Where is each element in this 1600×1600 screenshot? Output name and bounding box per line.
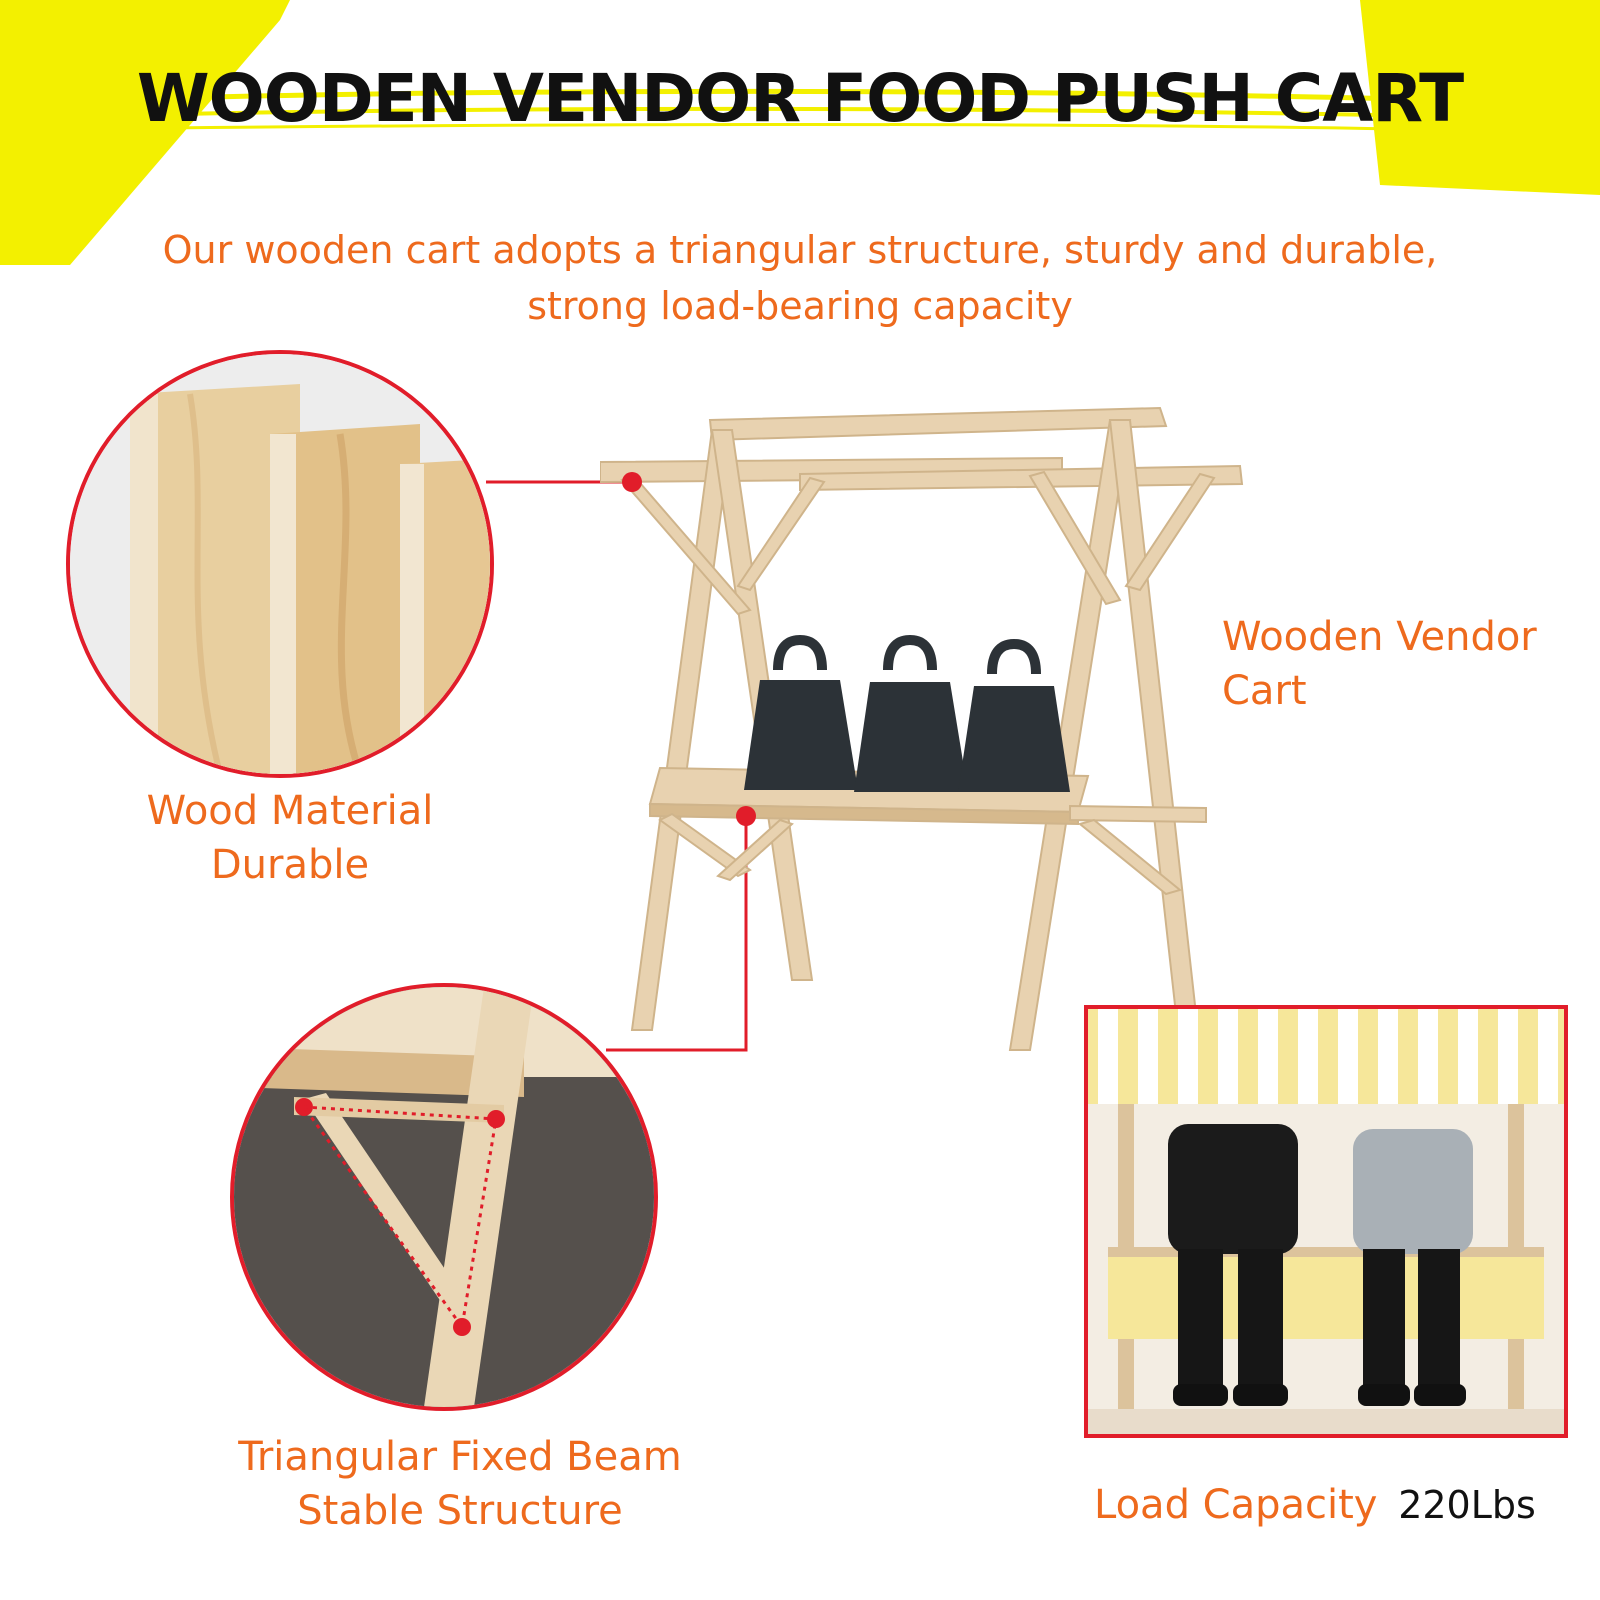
label-wood-material-line-2: Durable: [210, 842, 370, 888]
label-wood-material: Wood Material Durable: [90, 784, 490, 892]
load-capacity-value: 220Lbs: [1398, 1483, 1536, 1527]
yellow-corner-left: [0, 0, 290, 265]
title-streaks: [164, 88, 1446, 132]
label-vendor-cart-line-1: Wooden Vendor: [1222, 614, 1537, 660]
label-triangular-line-2: Stable Structure: [297, 1488, 623, 1534]
yellow-corner-right: [1360, 0, 1600, 195]
load-capacity-text: Load Capacity: [1094, 1482, 1378, 1528]
label-wood-material-line-1: Wood Material: [146, 788, 434, 834]
subtitle-line-2: strong load-bearing capacity: [527, 284, 1073, 328]
label-triangular-beam: Triangular Fixed Beam Stable Structure: [180, 1430, 740, 1538]
subtitle-line-1: Our wooden cart adopts a triangular stru…: [162, 228, 1438, 272]
wooden-cart-illustration: [600, 406, 1244, 1051]
label-load-capacity: Load Capacity 220Lbs: [1094, 1478, 1594, 1532]
label-wooden-vendor-cart: Wooden Vendor Cart: [1222, 610, 1582, 718]
wood-material-closeup: [66, 350, 494, 778]
triangular-beam-closeup: [230, 983, 658, 1411]
label-triangular-line-1: Triangular Fixed Beam: [238, 1434, 682, 1480]
label-vendor-cart-line-2: Cart: [1222, 668, 1307, 714]
load-capacity-photo: [1084, 1005, 1568, 1438]
page-title: WOODEN VENDOR FOOD PUSH CART: [136, 60, 1464, 137]
page-subtitle: Our wooden cart adopts a triangular stru…: [100, 222, 1500, 334]
